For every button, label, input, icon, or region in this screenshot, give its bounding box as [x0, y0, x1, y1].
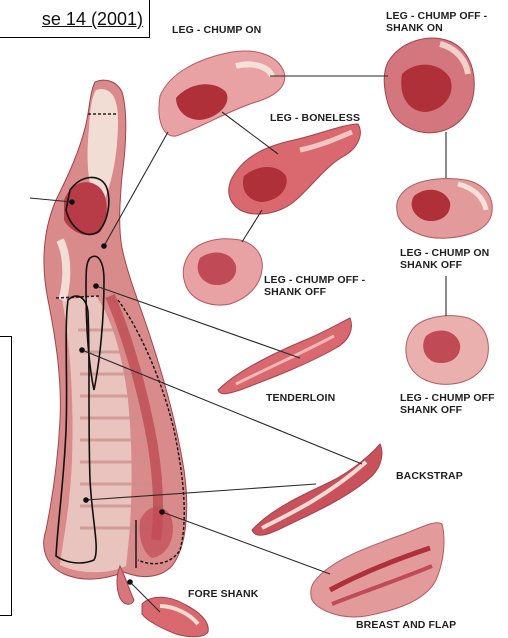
cut-leg-chump-off-shank-on	[384, 38, 474, 133]
dot-backstrap	[79, 347, 85, 353]
cut-tenderloin	[218, 318, 351, 394]
label-backstrap: BACKSTRAP	[396, 470, 463, 482]
side-frame	[0, 336, 12, 616]
cut-leg-chump-on-shank-off	[397, 179, 493, 239]
dot-backstrap-2	[83, 497, 89, 503]
dot-leg	[69, 199, 75, 205]
label-leg-chump-off-shank-off-a-line1: LEG - CHUMP OFF -	[264, 274, 365, 286]
cut-leg-chump-on	[159, 51, 285, 136]
connector-boneless-to-shank-off-a	[242, 210, 262, 242]
reference-text: se 14 (2001)	[42, 8, 143, 30]
cut-leg-boneless	[229, 124, 361, 214]
dot-leg-chump	[101, 243, 107, 249]
lamb-carcass	[44, 80, 187, 604]
cut-leg-chump-off-shank-off-a	[183, 239, 262, 305]
label-fore-shank: FORE SHANK	[188, 588, 258, 600]
dot-breast-flap	[159, 509, 165, 515]
label-leg-chump-on-shank-off-line2: SHANK OFF	[400, 259, 462, 271]
dot-fore-shank	[127, 579, 133, 585]
label-leg-chump-off-shank-off-b-line1: LEG - CHUMP OFF	[400, 392, 495, 404]
cut-backstrap	[252, 444, 382, 535]
label-leg-chump-off-shank-on-line2: SHANK ON	[386, 22, 443, 34]
label-leg-chump-off-shank-off-b-line2: SHANK OFF	[400, 404, 462, 416]
label-leg-boneless: LEG - BONELESS	[270, 112, 360, 124]
label-leg-chump-on-shank-off-line1: LEG - CHUMP ON	[400, 247, 489, 259]
label-leg-chump-off-shank-off-a-line2: SHANK OFF	[264, 286, 326, 298]
dot-tenderloin	[93, 283, 99, 289]
label-leg-chump-on: LEG - CHUMP ON	[172, 24, 261, 36]
connector-breast-flap	[162, 512, 330, 574]
cut-leg-chump-off-shank-off-b	[406, 316, 488, 385]
label-tenderloin: TENDERLOIN	[266, 392, 335, 404]
reference-box: se 14 (2001)	[0, 0, 150, 38]
cut-breast-and-flap	[311, 523, 444, 617]
label-breast-and-flap: BREAST AND FLAP	[356, 619, 456, 631]
label-leg-chump-off-shank-on-line1: LEG - CHUMP OFF -	[386, 10, 487, 22]
